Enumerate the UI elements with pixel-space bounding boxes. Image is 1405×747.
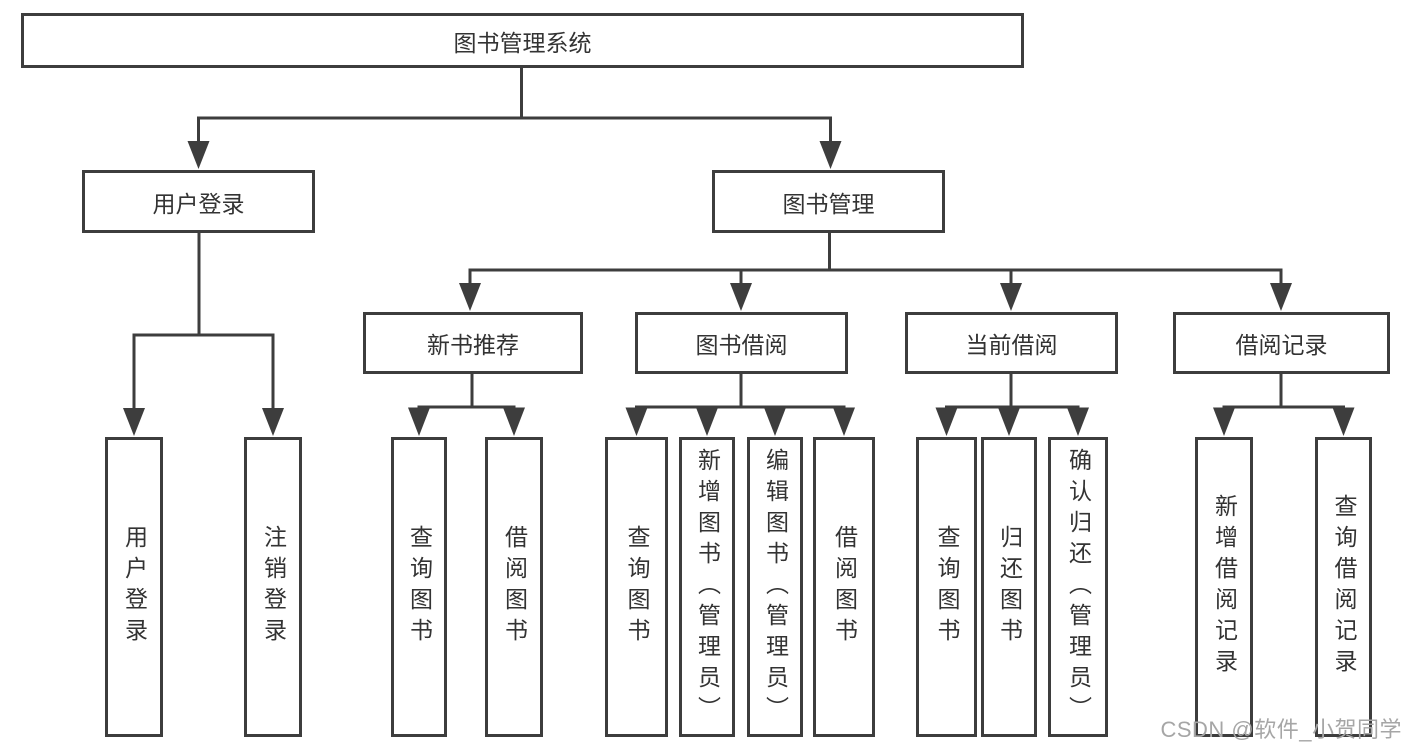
node-new-book-recommend: 新书推荐	[363, 312, 583, 374]
leaf-label: 新增图书（管理员）	[694, 447, 721, 727]
leaf-records-query-record: 查询借阅记录	[1315, 437, 1372, 737]
leaf-label: 用户登录	[121, 525, 148, 649]
arrowhead	[1000, 283, 1022, 311]
connector-group-book-borrow	[625, 374, 855, 436]
leaf-user-login: 用户登录	[105, 437, 163, 737]
connector-group-book-management	[459, 233, 1292, 311]
leaf-label: 借阅图书	[831, 525, 858, 649]
leaf-label: 确认归还（管理员）	[1065, 447, 1092, 727]
leaf-label: 查询图书	[934, 525, 960, 649]
leaf-label: 新增借阅记录	[1211, 494, 1238, 680]
connector-group-borrow-records	[1213, 374, 1355, 436]
leaf-label: 注销登录	[260, 525, 287, 649]
node-book-management-system: 图书管理系统	[21, 13, 1024, 68]
leaf-current-query-books: 查询图书	[916, 437, 977, 737]
arrowhead	[503, 407, 525, 436]
node-borrow-records: 借阅记录	[1173, 312, 1390, 374]
node-book-management: 图书管理	[712, 170, 945, 233]
connector-group-current-borrow	[935, 374, 1089, 436]
connector-group-new-book-recommend	[408, 374, 525, 436]
arrowhead	[819, 141, 842, 169]
node-label: 图书管理系统	[453, 29, 592, 56]
arrowhead	[1270, 283, 1292, 311]
node-label: 图书管理	[782, 190, 875, 217]
leaf-borrow-borrow-books: 借阅图书	[813, 437, 875, 737]
arrowhead	[625, 407, 648, 436]
arrowhead	[764, 407, 786, 436]
leaf-borrow-edit-books-admin: 编辑图书（管理员）	[747, 437, 803, 737]
node-label: 用户登录	[152, 190, 245, 217]
leaf-logout: 注销登录	[244, 437, 302, 737]
node-user-login: 用户登录	[82, 170, 315, 233]
arrowhead	[833, 407, 855, 436]
leaf-label: 归还图书	[996, 525, 1023, 649]
leaf-label: 查询图书	[406, 525, 433, 649]
arrowhead	[935, 407, 958, 436]
arrowhead	[123, 408, 145, 436]
leaf-current-confirm-return-admin: 确认归还（管理员）	[1048, 437, 1108, 737]
node-label: 当前借阅	[965, 332, 1058, 358]
arrowhead	[187, 141, 210, 169]
leaf-label: 查询图书	[624, 525, 650, 649]
arrowhead	[998, 407, 1020, 436]
leaf-label: 编辑图书（管理员）	[762, 447, 789, 727]
node-label: 新书推荐	[427, 332, 519, 358]
node-current-borrow: 当前借阅	[905, 312, 1118, 374]
arrowhead	[459, 283, 481, 311]
leaf-borrow-add-books-admin: 新增图书（管理员）	[679, 437, 735, 737]
arrowhead	[1067, 407, 1089, 436]
leaf-recommend-borrow-books: 借阅图书	[485, 437, 543, 737]
watermark: CSDN @软件_小贺同学	[1160, 717, 1402, 742]
leaf-current-return-books: 归还图书	[981, 437, 1037, 737]
node-label: 图书借阅	[695, 332, 788, 358]
leaf-borrow-query-books: 查询图书	[605, 437, 668, 737]
node-label: 借阅记录	[1235, 332, 1328, 358]
leaf-recommend-query-books: 查询图书	[391, 437, 447, 737]
arrowhead	[408, 407, 430, 436]
leaf-label: 借阅图书	[501, 525, 528, 649]
leaf-label: 查询借阅记录	[1331, 494, 1357, 680]
arrowhead	[1332, 407, 1355, 436]
arrowhead	[696, 407, 718, 436]
arrowhead	[730, 283, 752, 311]
arrowhead	[262, 408, 284, 436]
connector-group-root	[187, 68, 842, 169]
arrowhead	[1213, 407, 1235, 436]
leaf-records-add-record: 新增借阅记录	[1195, 437, 1253, 737]
connector-group-user-login	[123, 233, 284, 436]
node-book-borrow: 图书借阅	[635, 312, 848, 374]
